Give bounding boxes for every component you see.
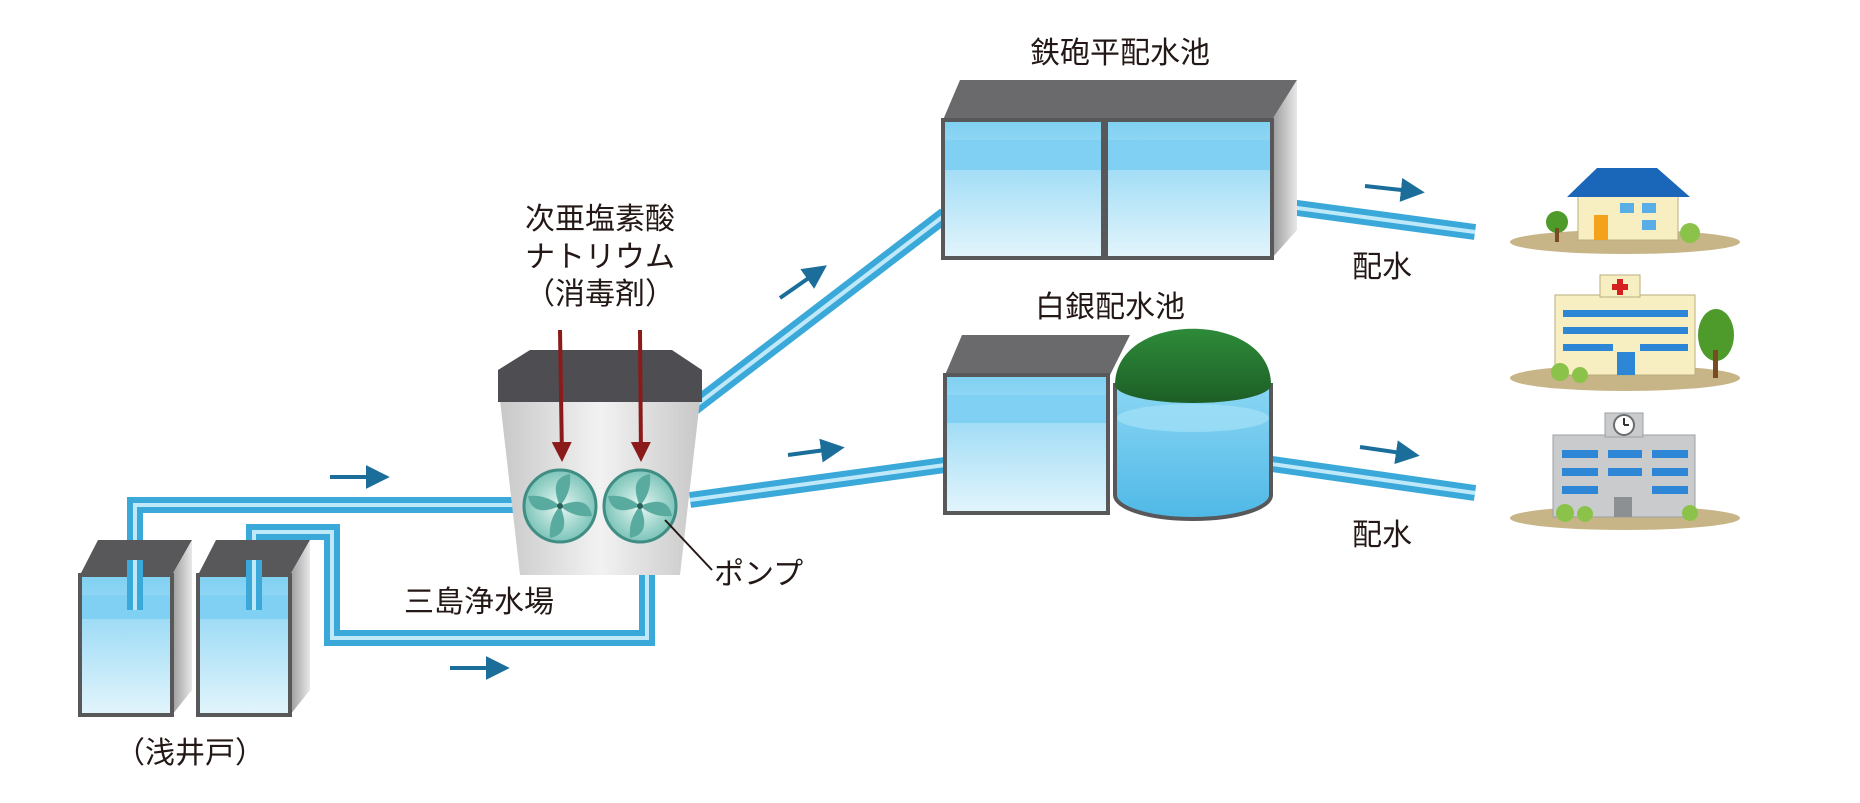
- pump-label: ポンプ: [714, 557, 804, 592]
- flow-arrows: [330, 177, 1425, 680]
- plant-to-teppohira-pipe: [685, 208, 950, 417]
- shallow-wells-label: （浅井戸）: [115, 736, 265, 771]
- school-icon: [1510, 412, 1740, 530]
- mishima-plant-building: [498, 350, 702, 575]
- shirogane-cylindrical-tank: [1113, 328, 1273, 521]
- teppohira-reservoir: [941, 80, 1297, 260]
- teppohira-distribution-pipe: [1273, 197, 1477, 240]
- flow-arrow-icon: [778, 265, 827, 300]
- disinfectant-label-line1: 次亜塩素酸: [525, 202, 675, 237]
- flow-arrow-icon: [1364, 177, 1425, 202]
- shirogane-reservoir-label: 白銀配水池: [1035, 290, 1185, 325]
- shirogane-reservoir: [943, 328, 1273, 521]
- teppohira-reservoir-label: 鉄砲平配水池: [1030, 36, 1210, 71]
- pump-icon: [602, 468, 678, 544]
- pump-leader-line: [664, 519, 713, 571]
- flow-arrow-icon: [1359, 440, 1420, 465]
- shirogane-distribution-pipe: [1263, 455, 1477, 501]
- disinfectant-label-line2: ナトリウム: [525, 240, 675, 275]
- disinfectant-injection-arrows: [551, 329, 651, 462]
- shallow-well-1: [78, 540, 192, 717]
- well-inlet-pipes: [127, 560, 262, 610]
- house-icon: [1510, 168, 1740, 254]
- hospital-icon: [1510, 274, 1740, 391]
- pump-icon: [522, 468, 598, 544]
- plant-to-shirogane-pipe: [688, 457, 947, 508]
- distribution-label-upper: 配水: [1352, 250, 1412, 285]
- shallow-well-2: [196, 540, 310, 717]
- well2-to-plant-pipe: [246, 524, 655, 646]
- distribution-label-lower: 配水: [1352, 518, 1412, 553]
- disinfectant-label-line3: （消毒剤）: [525, 277, 675, 312]
- flow-arrow-icon: [787, 438, 845, 463]
- mishima-plant-label: 三島浄水場: [404, 585, 554, 620]
- pipes: [127, 197, 1477, 646]
